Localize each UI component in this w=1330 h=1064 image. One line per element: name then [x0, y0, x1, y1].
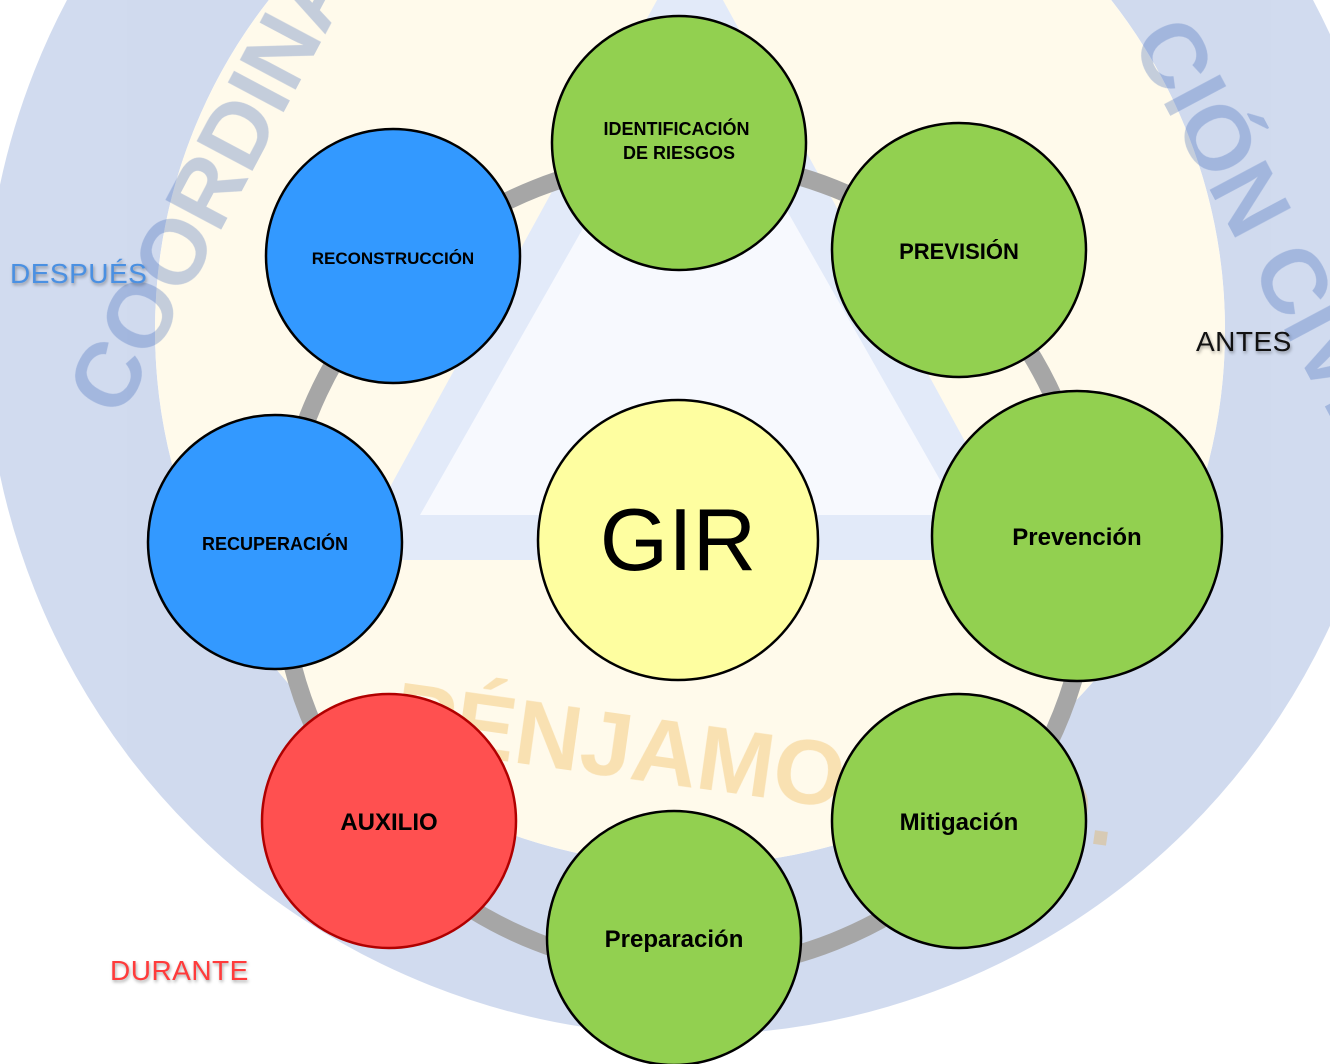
node-auxilio: AUXILIO	[260, 692, 518, 950]
node-prevencion: Prevención	[930, 389, 1224, 683]
gir-center-circle	[536, 398, 820, 682]
node-prevision-circle	[830, 121, 1088, 379]
phase-label-durante: DURANTE	[110, 955, 249, 986]
node-mitigacion-label: Mitigación	[900, 809, 1019, 836]
node-prevision: PREVISIÓN	[830, 121, 1088, 379]
node-preparacion: Preparación	[545, 809, 803, 1064]
node-identificacion-circle	[550, 14, 808, 272]
node-recuperacion-circle	[146, 413, 404, 671]
node-auxilio-label: AUXILIO	[340, 809, 437, 836]
node-identificacion-label: IDENTIFICACIÓN DE RIESGOS	[603, 118, 754, 163]
node-reconstruccion-circle	[264, 127, 522, 385]
node-recuperacion: RECUPERACIÓN	[146, 413, 404, 671]
node-mitigacion: Mitigación	[830, 692, 1088, 950]
node-auxilio-circle	[260, 692, 518, 950]
node-reconstruccion: RECONSTRUCCIÓN	[264, 127, 522, 385]
phase-label-despues: DESPUÉS	[10, 258, 148, 289]
node-prevision-label: PREVISIÓN	[899, 239, 1019, 264]
watermark-triangle	[350, 0, 1030, 560]
phase-circles: IDENTIFICACIÓN DE RIESGOS PREVISIÓN Prev…	[146, 14, 1224, 1064]
node-identificacion-line1: IDENTIFICACIÓN	[603, 118, 749, 139]
node-preparacion-circle	[545, 809, 803, 1064]
node-mitigacion-circle	[830, 692, 1088, 950]
node-identificacion-line2: DE RIESGOS	[623, 143, 735, 163]
watermark-inner-triangle	[420, 40, 960, 515]
gir-center-label: GIR	[600, 490, 756, 589]
node-preparacion-label: Preparación	[605, 926, 744, 953]
node-prevencion-label: Prevención	[1012, 524, 1141, 551]
phase-label-antes: ANTES	[1196, 326, 1292, 357]
node-recuperacion-label: RECUPERACIÓN	[202, 533, 348, 554]
node-reconstruccion-label: RECONSTRUCCIÓN	[312, 249, 474, 268]
node-identificacion: IDENTIFICACIÓN DE RIESGOS	[550, 14, 808, 272]
node-prevencion-circle	[930, 389, 1224, 683]
